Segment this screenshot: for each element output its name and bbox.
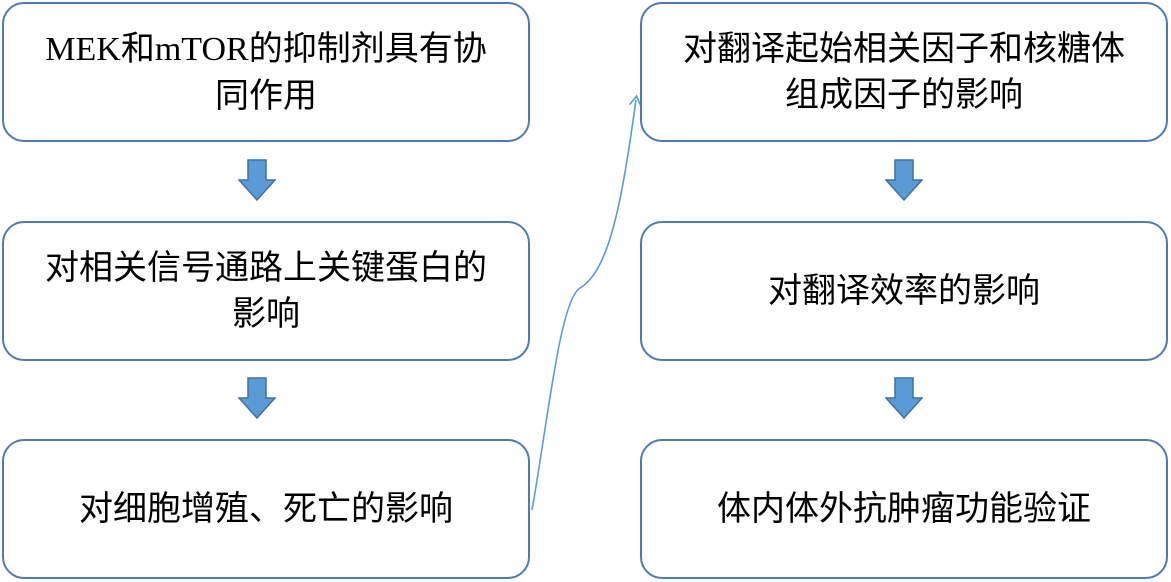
step-label-1: MEK和mTOR的抑制剂具有协同作用 (34, 26, 498, 119)
step-label-1-rest: 的抑制剂具有协同作用 (215, 28, 487, 116)
step-label-1-mtor: mTOR (154, 30, 249, 68)
step-label-6: 体内体外抗肿瘤功能验证 (717, 489, 1091, 529)
step-box-signaling-proteins: 对相关信号通路上关键蛋白的影响 (2, 221, 530, 361)
step-label-4: 对翻译起始相关因子和核糖体组成因子的影响 (683, 29, 1125, 115)
step-label-1-mek: MEK (45, 30, 121, 68)
step-box-translation-efficiency: 对翻译效率的影响 (640, 221, 1168, 361)
connector-path (531, 100, 636, 511)
down-arrow-icon (885, 159, 923, 201)
step-label-3: 对细胞增殖、死亡的影响 (79, 489, 453, 529)
step-box-proliferation-death: 对细胞增殖、死亡的影响 (2, 439, 530, 579)
down-arrow-icon (238, 377, 276, 419)
step-label-5: 对翻译效率的影响 (768, 271, 1040, 311)
step-label-1-and: 和 (120, 28, 155, 69)
step-label-2: 对相关信号通路上关键蛋白的影响 (45, 248, 487, 334)
step-box-mek-mtor-synergy: MEK和mTOR的抑制剂具有协同作用 (2, 2, 530, 142)
step-box-antitumor-validation: 体内体外抗肿瘤功能验证 (640, 439, 1168, 579)
down-arrow-icon (885, 377, 923, 419)
step-box-translation-factors: 对翻译起始相关因子和核糖体组成因子的影响 (640, 2, 1168, 142)
down-arrow-icon (238, 159, 276, 201)
